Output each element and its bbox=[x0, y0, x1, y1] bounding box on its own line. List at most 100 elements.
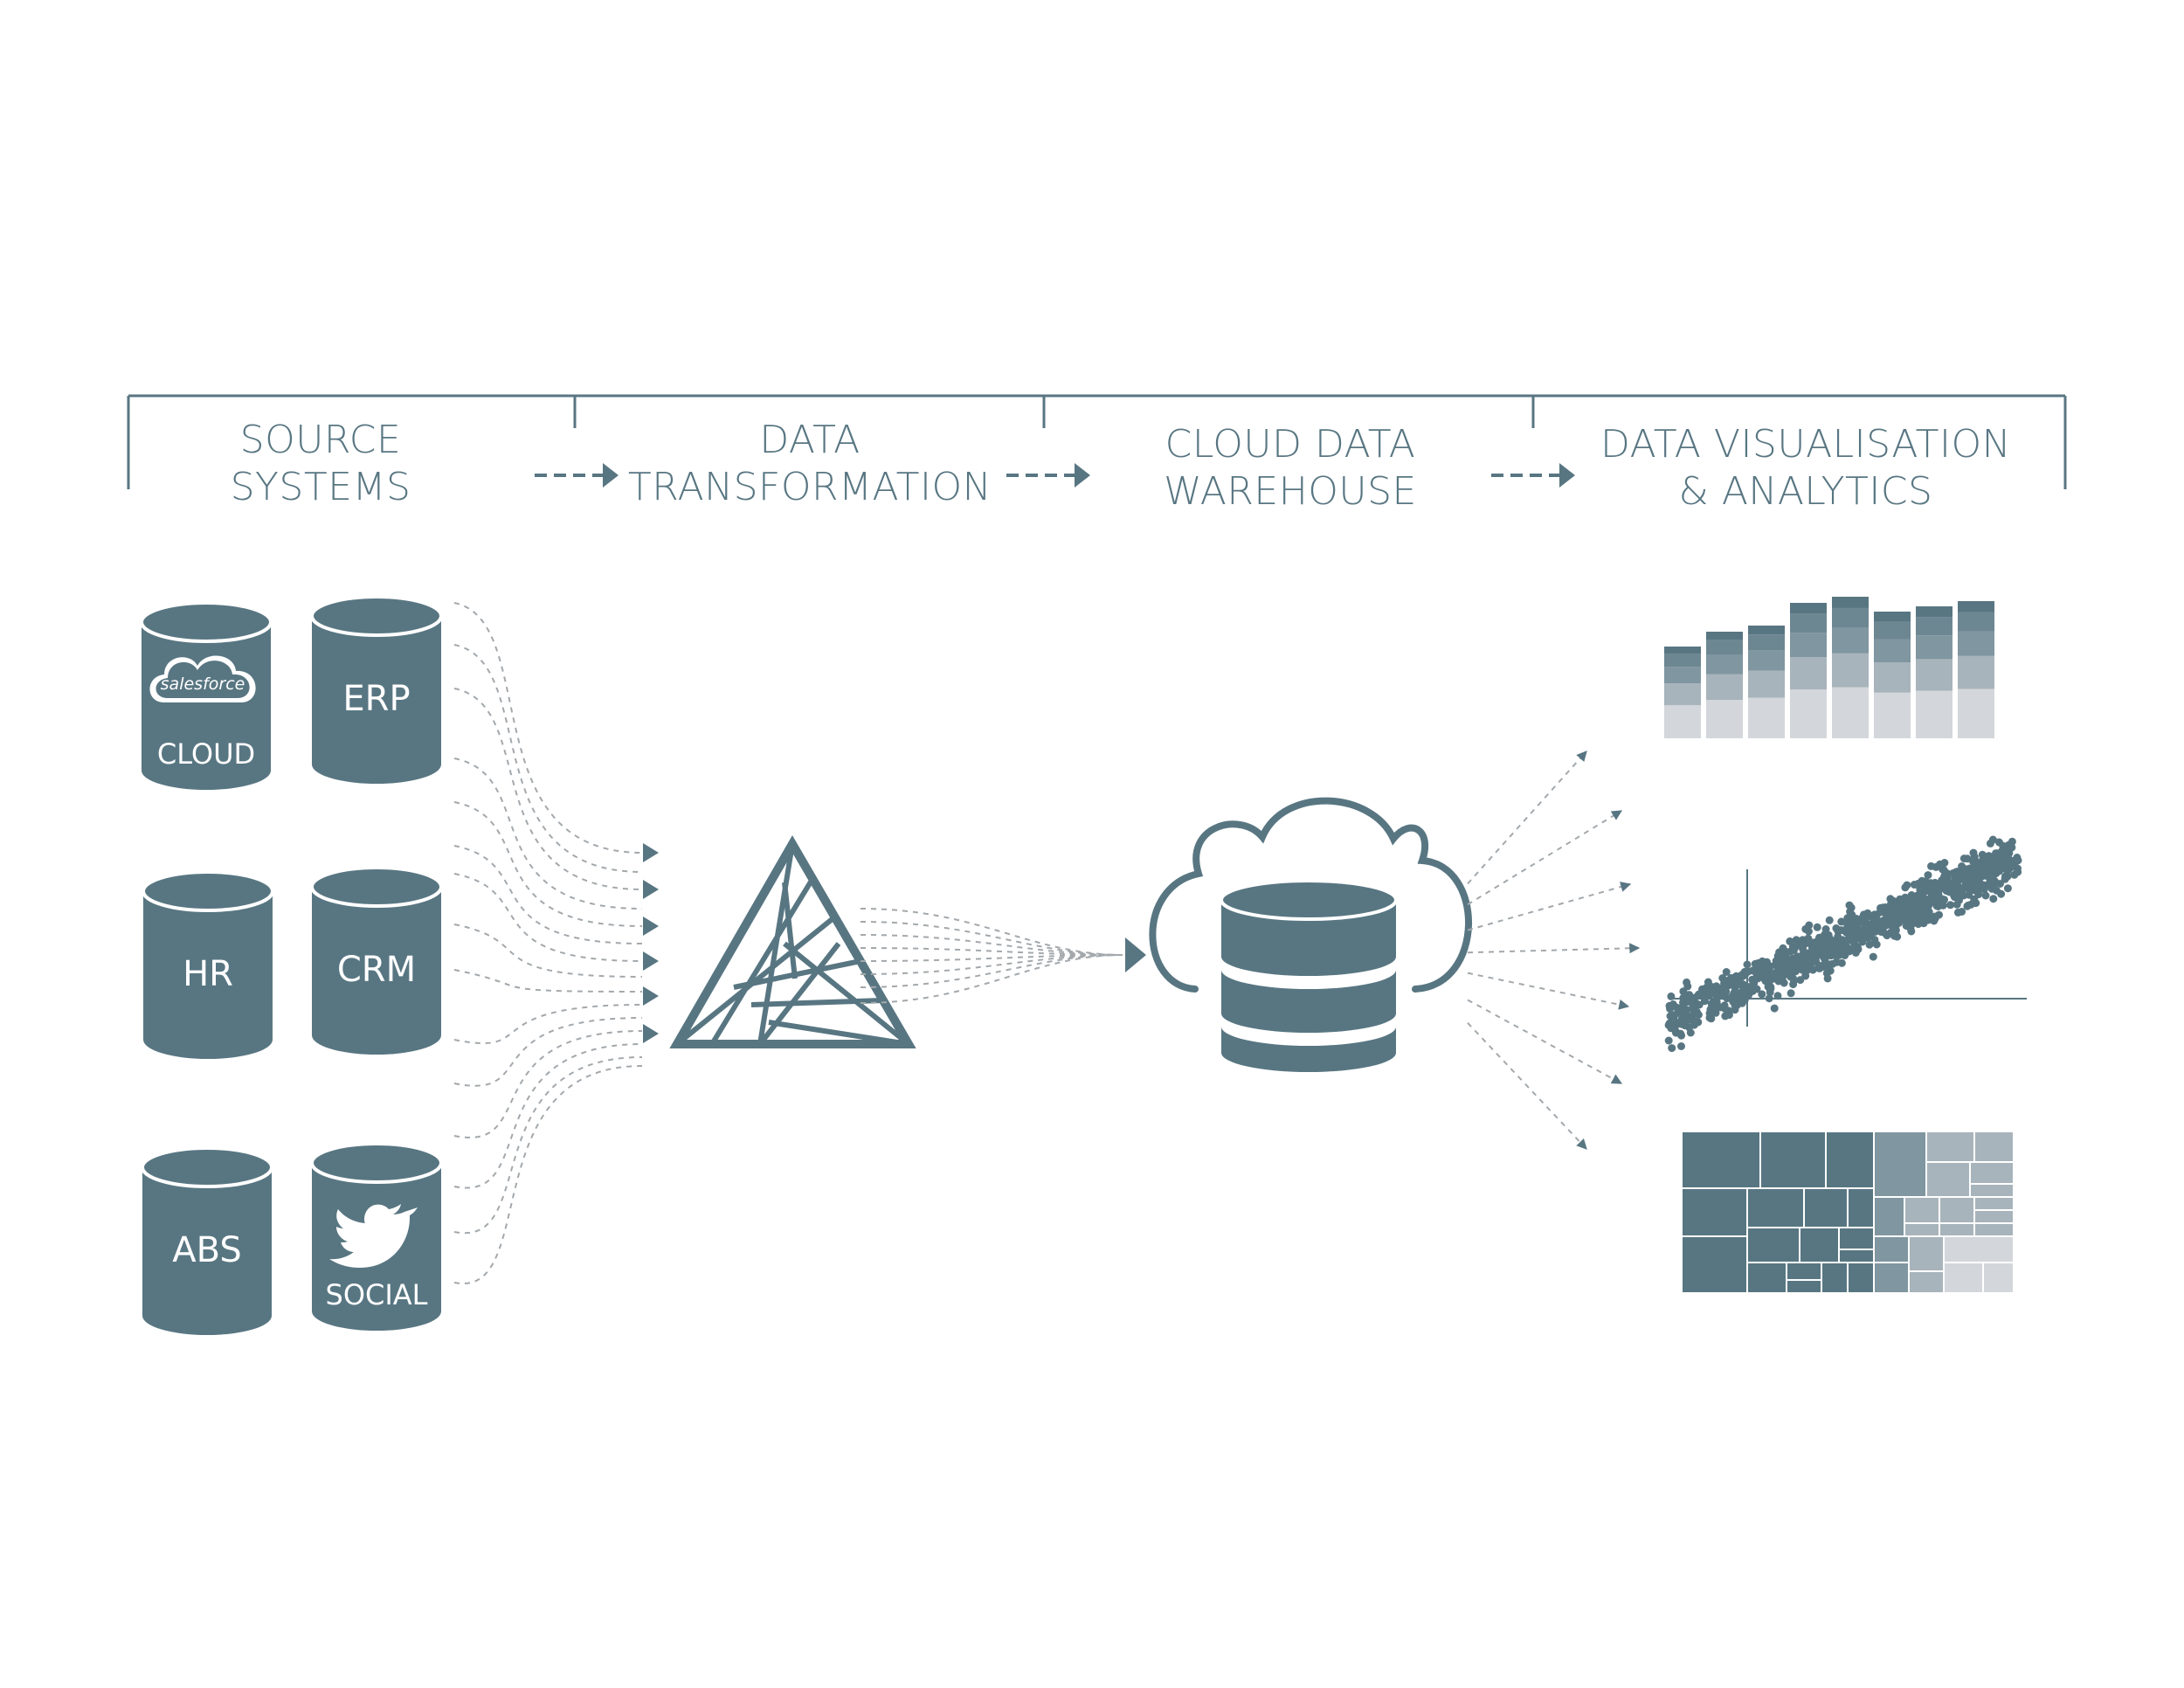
treemap-cell bbox=[1821, 1262, 1849, 1294]
scatter-point bbox=[1824, 930, 1833, 939]
scatter-point bbox=[1667, 992, 1676, 1000]
bar-segment bbox=[1790, 657, 1827, 690]
scatter-point bbox=[1805, 921, 1814, 930]
scatter-point bbox=[1962, 871, 1971, 880]
bar-segment bbox=[1958, 655, 1994, 689]
scatter-point bbox=[1987, 873, 1996, 882]
scatter-point bbox=[1683, 1006, 1691, 1014]
bar-segment bbox=[1832, 627, 1869, 654]
scatter-point bbox=[1787, 989, 1795, 998]
warehouse-flow-curve bbox=[860, 954, 1123, 988]
treemap-cell bbox=[1873, 1235, 1910, 1263]
scatter-point bbox=[1959, 891, 1968, 900]
input-arrow-head bbox=[643, 917, 659, 936]
scatter-point bbox=[1993, 886, 2001, 895]
scatter-point bbox=[1978, 850, 1987, 859]
scatter-point bbox=[1912, 912, 1921, 921]
source-flow-curve bbox=[453, 688, 643, 890]
scatter-point bbox=[1887, 928, 1896, 937]
scatter-point bbox=[1880, 908, 1889, 917]
scatter-point bbox=[1722, 968, 1731, 976]
scatter-point bbox=[2005, 848, 2014, 857]
scatter-point bbox=[1919, 883, 1928, 892]
scatter-point bbox=[1870, 936, 1879, 944]
scatter-point bbox=[1907, 892, 1916, 901]
scatter-point bbox=[1801, 972, 1810, 980]
scatter-point bbox=[1752, 967, 1760, 976]
source-flow-curve bbox=[453, 1017, 643, 1087]
warehouse-flow-lines bbox=[860, 908, 1123, 1004]
bar-segment bbox=[1664, 705, 1701, 738]
scatter-point bbox=[1672, 1028, 1680, 1037]
scatter-point bbox=[1727, 974, 1736, 983]
bar-segment bbox=[1916, 606, 1952, 618]
bar-segment bbox=[1664, 683, 1701, 706]
scatter-point bbox=[1982, 864, 1991, 873]
scatter-point bbox=[1931, 912, 1939, 921]
bar-segment bbox=[1748, 650, 1785, 671]
source-db-label: CRM bbox=[337, 950, 416, 990]
bar-segment bbox=[1748, 626, 1785, 635]
scatter-point bbox=[1828, 959, 1837, 968]
source-db-label: HR bbox=[183, 954, 233, 994]
output-arrow bbox=[1467, 1022, 1587, 1150]
bar-segment bbox=[1832, 607, 1869, 628]
treemap-cell bbox=[1925, 1131, 1975, 1163]
source-flow-curve bbox=[453, 758, 643, 910]
treemap-cell bbox=[1681, 1131, 1761, 1189]
scatter-point bbox=[1900, 896, 1909, 904]
output-arrow bbox=[1467, 810, 1623, 906]
scatter-point bbox=[2003, 856, 2012, 864]
treemap-cell bbox=[1838, 1249, 1875, 1263]
scatter-point bbox=[1994, 850, 2002, 859]
warehouse-flow-curve bbox=[860, 954, 1123, 975]
scatter-point bbox=[1837, 917, 1846, 926]
scatter-point bbox=[1813, 923, 1821, 931]
warehouse-flow-curve bbox=[860, 921, 1123, 956]
bar-segment bbox=[1832, 687, 1869, 738]
treemap-cell bbox=[1746, 1227, 1800, 1263]
scatter-point bbox=[1790, 976, 1798, 985]
treemap-cell bbox=[1681, 1187, 1748, 1237]
scatter-point bbox=[1691, 1017, 1700, 1026]
scatter-point bbox=[1758, 990, 1766, 999]
stage-label-data-transformation: DATA TRANSFORMATION bbox=[628, 418, 992, 509]
scatter-point bbox=[1961, 866, 1970, 874]
scatter-point bbox=[1744, 967, 1752, 976]
scatter-point bbox=[1927, 861, 1935, 870]
scatter-point bbox=[1946, 901, 1955, 910]
scatter-point bbox=[1890, 898, 1899, 907]
bar-segment bbox=[1790, 613, 1827, 633]
source-flow-curve bbox=[453, 1056, 643, 1235]
scatter-point bbox=[1846, 930, 1855, 939]
scatter-point bbox=[2011, 857, 2020, 866]
scatter-point bbox=[1953, 908, 1962, 917]
scatter-point bbox=[1807, 949, 1816, 958]
treemap-cell bbox=[1799, 1227, 1840, 1263]
bar-segment bbox=[1958, 612, 1994, 632]
source-flow-curve bbox=[453, 845, 643, 944]
bar-segment bbox=[1706, 700, 1743, 738]
scatter-point bbox=[1931, 878, 1939, 887]
scatter-point bbox=[1903, 881, 1911, 889]
source-db-abs: ABS bbox=[141, 1146, 273, 1335]
bar-segment bbox=[1706, 674, 1743, 701]
scatter-plot-icon bbox=[1664, 835, 2027, 1053]
svg-text:DATA: DATA bbox=[759, 418, 860, 462]
scatter-point bbox=[1677, 1042, 1685, 1050]
scatter-point bbox=[1773, 992, 1782, 1000]
scatter-point bbox=[1925, 908, 1933, 917]
treemap-cell bbox=[1943, 1262, 1984, 1294]
scatter-point bbox=[1811, 938, 1820, 947]
source-flow-curve bbox=[453, 1030, 643, 1138]
output-arrow bbox=[1467, 999, 1623, 1084]
treemap-cell bbox=[1786, 1262, 1822, 1281]
scatter-point bbox=[1974, 890, 1983, 899]
scatter-point bbox=[1685, 1023, 1694, 1032]
scatter-point bbox=[1986, 839, 1994, 847]
scatter-point bbox=[1999, 841, 2008, 850]
bar-segment bbox=[1916, 659, 1952, 691]
scatter-point bbox=[1902, 905, 1911, 914]
treemap-cell bbox=[1904, 1196, 1940, 1224]
